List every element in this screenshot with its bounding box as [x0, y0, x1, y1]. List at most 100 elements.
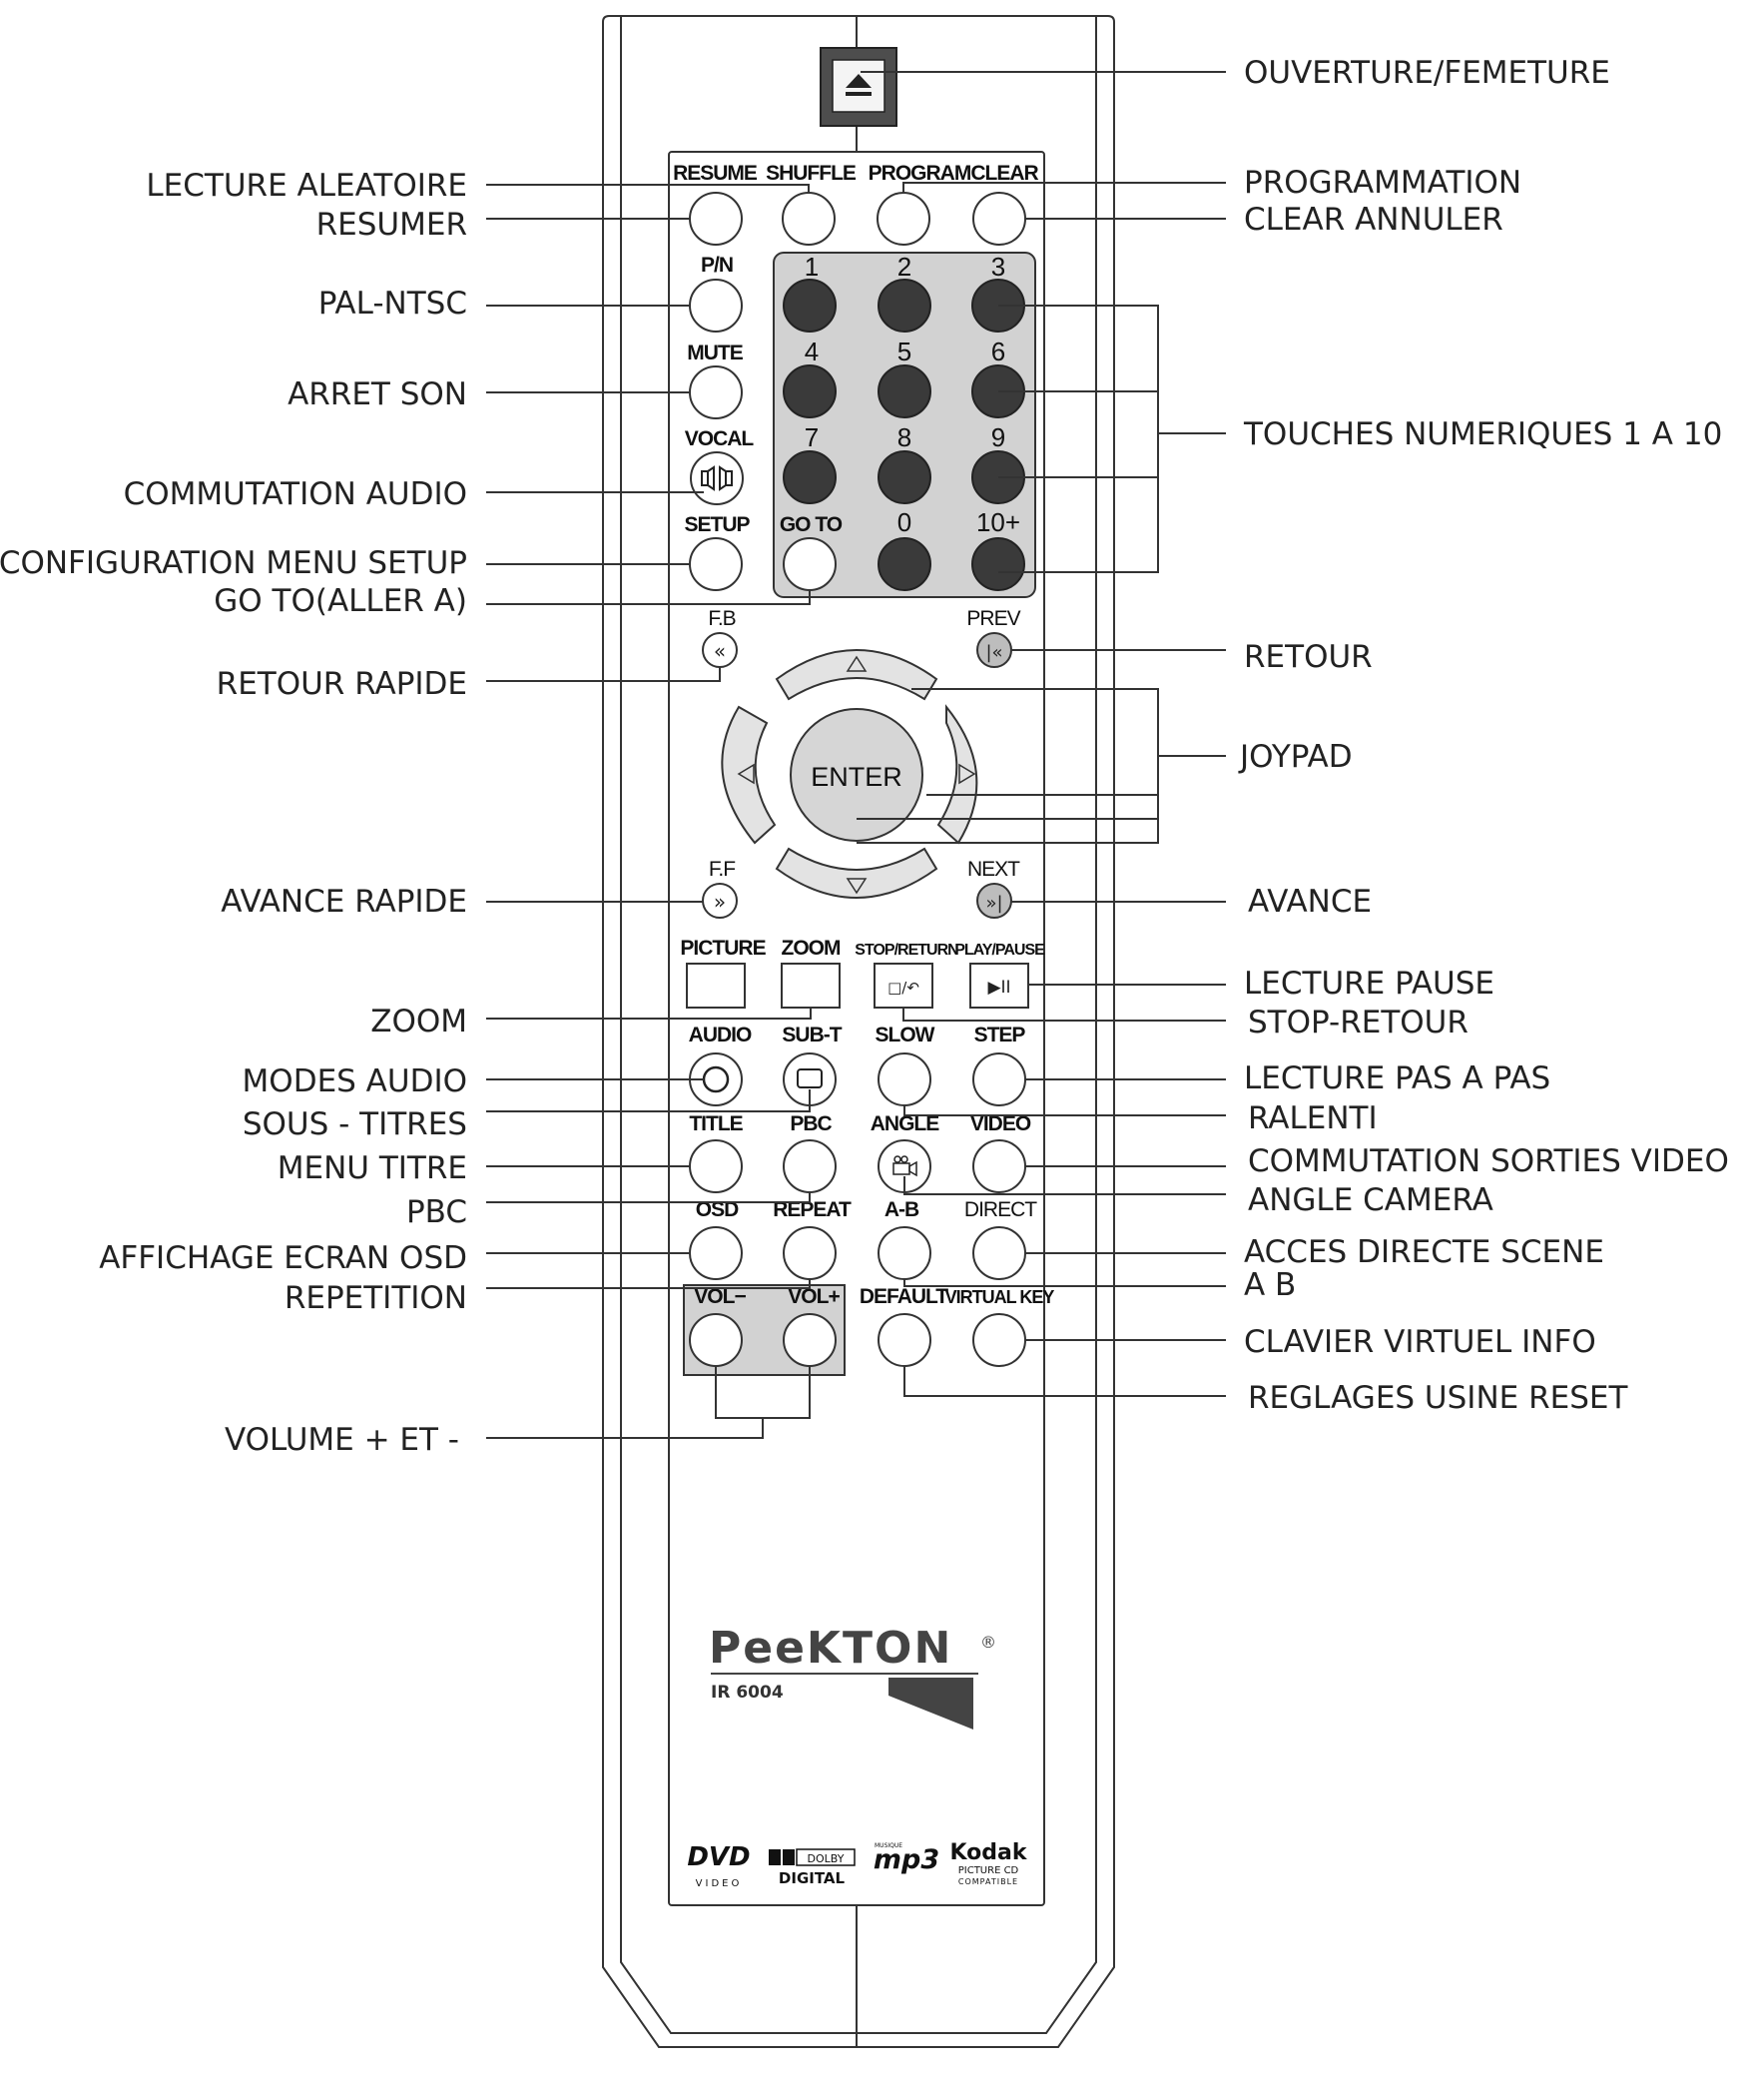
vocal-button[interactable]: [690, 451, 744, 505]
subtitle-icon: [797, 1068, 823, 1088]
angle-label: ANGLE: [871, 1112, 939, 1135]
goto-button[interactable]: [783, 537, 837, 591]
callout-commutation-audio: COMMUTATION AUDIO: [124, 476, 467, 512]
fast-backward-button[interactable]: «: [702, 632, 738, 668]
play-pause-icon: ▶II: [987, 978, 1010, 998]
eject-button[interactable]: [820, 47, 897, 127]
skip-back-icon: |«: [985, 642, 1002, 663]
step-label: STEP: [974, 1024, 1026, 1046]
callout-lecture-pas-a-pas: LECTURE PAS A PAS: [1244, 1060, 1550, 1096]
callout-ouverture-fermeture: OUVERTURE/FEMETURE: [1244, 55, 1610, 91]
digit-5-button[interactable]: [878, 364, 931, 418]
callout-lecture-aleatoire: LECTURE ALEATOIRE: [146, 168, 467, 204]
play-pause-button[interactable]: ▶II: [969, 963, 1029, 1009]
resume-button[interactable]: [689, 192, 743, 246]
joypad-left-button[interactable]: [721, 705, 777, 845]
video-label: VIDEO: [970, 1112, 1031, 1135]
default-button[interactable]: [878, 1313, 931, 1367]
digit-9-label: 9: [991, 422, 1005, 452]
resume-label: RESUME: [673, 162, 758, 185]
svg-text:DIGITAL: DIGITAL: [779, 1869, 846, 1887]
mute-button[interactable]: [689, 365, 743, 419]
mp3-logo: MUSIQUE mp3: [874, 1842, 939, 1875]
title-button[interactable]: [689, 1139, 743, 1193]
slow-button[interactable]: [878, 1052, 931, 1106]
digit-0-button[interactable]: [878, 537, 931, 591]
digit-4-label: 4: [805, 337, 819, 366]
joypad-right-button[interactable]: [936, 704, 978, 845]
callout-arret-son: ARRET SON: [288, 376, 467, 412]
callout-retour-rapide: RETOUR RAPIDE: [217, 666, 467, 702]
subt-label: SUB-T: [782, 1024, 842, 1046]
digit-2-button[interactable]: [878, 279, 931, 333]
clear-button[interactable]: [972, 192, 1026, 246]
format-logos: DVD VIDEO DOLBY DIGITAL MUSIQUE mp3 Koda…: [687, 1840, 1028, 1889]
ab-button[interactable]: [878, 1226, 931, 1280]
callout-lecture-pause: LECTURE PAUSE: [1244, 966, 1494, 1002]
digit-4-button[interactable]: [783, 364, 837, 418]
video-button[interactable]: [972, 1139, 1026, 1193]
kodak-picture-cd-logo: Kodak PICTURE CD COMPATIBLE: [950, 1840, 1028, 1886]
ab-label: A-B: [884, 1198, 919, 1221]
callout-resumer: RESUMER: [316, 207, 467, 243]
step-button[interactable]: [972, 1052, 1026, 1106]
program-button[interactable]: [877, 192, 930, 246]
model-number: IR 6004: [711, 1683, 784, 1703]
zoom-label: ZOOM: [782, 937, 841, 960]
vol-plus-label: VOL+: [788, 1285, 840, 1308]
digit-10plus-button[interactable]: [971, 537, 1025, 591]
digit-8-button[interactable]: [878, 450, 931, 504]
next-label: NEXT: [967, 858, 1020, 881]
joypad: ENTER: [721, 649, 978, 899]
svg-text:DOLBY: DOLBY: [808, 1852, 845, 1865]
callout-clavier-virtuel-info: CLAVIER VIRTUEL INFO: [1244, 1324, 1596, 1360]
stop-return-button[interactable]: □/↶: [874, 963, 933, 1009]
callout-repetition: REPETITION: [285, 1280, 467, 1316]
stop-return-label: STOP/RETURN: [855, 942, 958, 959]
angle-button[interactable]: [878, 1139, 931, 1193]
callout-retour: RETOUR: [1244, 639, 1373, 675]
mute-label: MUTE: [687, 342, 743, 364]
callout-pbc: PBC: [406, 1194, 467, 1230]
svg-text:COMPATIBLE: COMPATIBLE: [958, 1877, 1018, 1886]
digit-1-button[interactable]: [783, 279, 837, 333]
pbc-label: PBC: [790, 1112, 832, 1135]
vol-plus-button[interactable]: [783, 1313, 837, 1367]
next-button[interactable]: »|: [976, 883, 1012, 919]
virtual-key-button[interactable]: [972, 1313, 1026, 1367]
clear-label: CLEAR: [970, 162, 1038, 185]
digit-7-button[interactable]: [783, 450, 837, 504]
callout-commutation-sorties-video: COMMUTATION SORTIES VIDEO: [1248, 1143, 1729, 1179]
setup-button[interactable]: [689, 537, 743, 591]
virtual-key-label: VIRTUAL KEY: [945, 1287, 1055, 1307]
prev-label: PREV: [966, 607, 1020, 630]
digit-1-label: 1: [805, 252, 819, 282]
numeric-pad-panel: [773, 252, 1036, 598]
direct-button[interactable]: [972, 1226, 1026, 1280]
shuffle-button[interactable]: [782, 192, 836, 246]
callout-acces-directe-scene: ACCES DIRECTE SCENE: [1244, 1234, 1604, 1270]
callout-a-b: A B: [1244, 1267, 1296, 1303]
svg-text:DVD: DVD: [687, 1842, 750, 1872]
brand-name: PeeKTON: [709, 1623, 952, 1674]
vol-minus-button[interactable]: [689, 1313, 743, 1367]
prev-button[interactable]: |«: [976, 632, 1012, 668]
enter-button[interactable]: [790, 708, 923, 842]
zoom-button[interactable]: [781, 963, 841, 1009]
pbc-button[interactable]: [783, 1139, 837, 1193]
pn-button[interactable]: [689, 279, 743, 333]
callout-modes-audio: MODES AUDIO: [243, 1063, 467, 1099]
fast-forward-button[interactable]: »: [702, 883, 738, 919]
svg-text:mp3: mp3: [874, 1844, 939, 1875]
osd-button[interactable]: [689, 1226, 743, 1280]
remote-body: [602, 15, 1115, 2048]
joypad-down-button[interactable]: [775, 847, 938, 899]
callout-touches-numeriques: TOUCHES NUMERIQUES 1 A 10: [1243, 416, 1722, 452]
digit-7-label: 7: [805, 422, 819, 452]
callout-joypad: JOYPAD: [1238, 739, 1353, 775]
picture-button[interactable]: [686, 963, 746, 1009]
svg-text:MUSIQUE: MUSIQUE: [875, 1842, 902, 1849]
repeat-button[interactable]: [783, 1226, 837, 1280]
enter-label: ENTER: [811, 762, 902, 792]
svg-text:VIDEO: VIDEO: [696, 1878, 743, 1889]
